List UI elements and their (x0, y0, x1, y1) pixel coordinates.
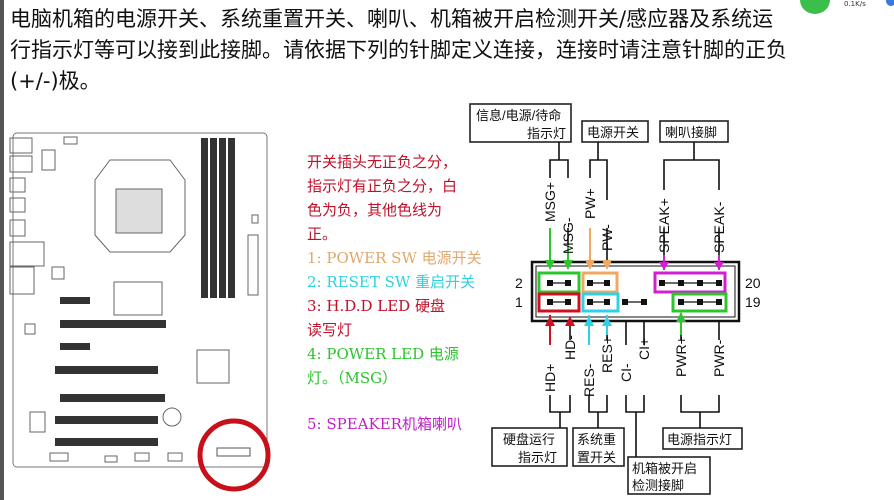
green-ball-icon (800, 0, 830, 14)
pin-pwr-plus: PWR+ (673, 336, 689, 377)
pin-res-minus: RES- (581, 363, 597, 397)
pin-msg-plus: MSG+ (542, 182, 558, 222)
note-item-hdd-led: 3: H.D.D LED 硬盘 (307, 297, 445, 315)
motherboard-illustration (9, 132, 271, 492)
label-box-pw (581, 120, 649, 143)
pwr-box-label: 电源指示灯 (667, 432, 732, 447)
paragraph-line: 行指示灯等可以接到此接脚。请依据下列的针脚定义连接，连接时请注意针脚的正负 (10, 38, 787, 62)
row-label-20: 20 (745, 275, 761, 291)
label-box-ci (627, 456, 711, 495)
pin-speak-plus: SPEAK+ (656, 198, 672, 253)
pin-pwr-minus: PWR- (711, 339, 727, 377)
row-label-1: 1 (515, 294, 523, 310)
note-line: 正。 (307, 225, 338, 243)
paragraph-line: 电脑机箱的电源开关、系统重置开关、喇叭、机箱被开启检测开关/感应器及系统运 (10, 7, 774, 31)
paragraph-line: (+/-)极。 (10, 69, 101, 93)
network-speed-widget[interactable]: 0.1K/s (800, 0, 894, 14)
pin-pw-plus: PW+ (582, 188, 598, 219)
pin-pw-minus: PW- (599, 224, 615, 251)
pw-box-label: 电源开关 (587, 125, 639, 140)
note-item-power-led-cont: 灯。（MSG） (307, 369, 398, 387)
msg-box-line2: 指示灯 (527, 126, 566, 141)
speak-box-label: 喇叭接脚 (665, 125, 717, 140)
speak-pin-group (653, 271, 727, 294)
res-pin-group (581, 292, 620, 313)
wiring-note: 开关插头无正负之分， 指示灯有正负之分，白 色为负，其他色线为 正。 1: PO… (307, 150, 512, 436)
front-panel-header-highlight (197, 418, 271, 492)
pin-hd-minus: HD- (562, 335, 578, 360)
pw-pin-group (581, 271, 619, 294)
window-left-border (0, 0, 4, 500)
note-item-reset-sw: 2: RESET SW 重启开关 (307, 273, 476, 291)
label-box-pwr (662, 427, 743, 450)
pin-hd-plus: HD+ (542, 364, 558, 392)
pin-ci-minus: CI- (618, 363, 634, 382)
row-label-2: 2 (515, 275, 523, 291)
pwr-pin-group (671, 292, 728, 313)
speed-text: 0.1K/s (844, 0, 866, 8)
pin-res-plus: RES+ (599, 336, 615, 373)
msg-box-line1: 信息/电源/待命 (476, 108, 561, 123)
res-box-line1: 系统重 (577, 432, 616, 447)
res-box-line2: 置开关 (577, 450, 616, 465)
msg-pin-group (537, 271, 581, 294)
ci-box-line1: 机箱被开启 (632, 461, 697, 476)
blue-dot-icon (886, 0, 894, 6)
header-pins (547, 280, 722, 305)
label-box-res (572, 427, 625, 467)
hd-pin-group (537, 292, 581, 313)
label-box-hd (491, 427, 568, 467)
note-item-hdd-led-cont: 读写灯 (307, 321, 353, 339)
ci-box-line2: 检测接脚 (632, 478, 684, 493)
note-line: 指示灯有正负之分，白 (307, 177, 458, 195)
row-label-19: 19 (745, 294, 761, 310)
intro-paragraph: 电脑机箱的电源开关、系统重置开关、喇叭、机箱被开启检测开关/感应器及系统运 行指… (10, 4, 894, 97)
note-item-speaker: 5: SPEAKER机箱喇叭 (307, 415, 462, 433)
hd-box-line2: 指示灯 (518, 450, 557, 465)
label-box-msg (469, 103, 572, 143)
note-line: 开关插头无正负之分， (307, 153, 458, 171)
note-item-power-sw: 1: POWER SW 电源开关 (307, 249, 482, 267)
note-item-power-led: 4: POWER LED 电源 (307, 345, 459, 363)
pin-msg-minus: MSG- (560, 217, 576, 254)
pin-speak-minus: SPEAK- (711, 201, 727, 253)
pin-ci-plus: CI+ (636, 338, 652, 360)
note-line: 色为负，其他色线为 (307, 201, 443, 219)
hd-box-line1: 硬盘运行 (503, 432, 555, 447)
